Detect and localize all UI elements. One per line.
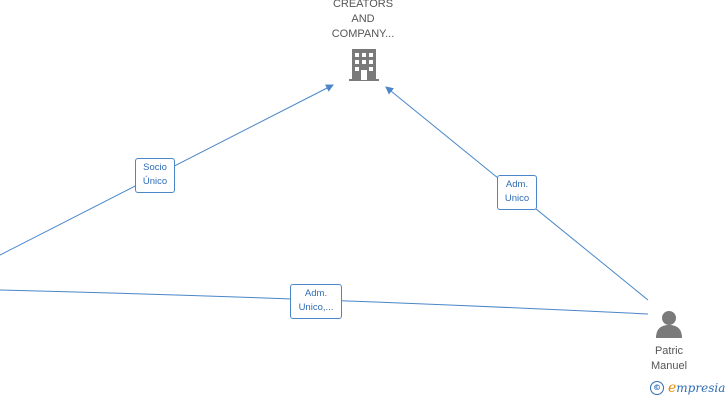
edge-label-adm-company-line1: Adm.: [505, 179, 529, 190]
brand-first-letter: e: [668, 380, 677, 396]
company-name-line1: CREATORS: [332, 0, 394, 10]
copyright-icon: ©: [650, 381, 664, 395]
empresia-logo[interactable]: © empresia: [650, 380, 725, 396]
edge-label-socio-unico[interactable]: Socio Único: [135, 158, 175, 193]
company-name-line2: AND: [351, 13, 375, 25]
edge-label-adm-unico-bottom[interactable]: Adm. Unico,...: [290, 284, 342, 319]
building-icon[interactable]: [349, 49, 379, 81]
edge-label-adm-unico-company[interactable]: Adm. Unico: [497, 175, 537, 210]
brand-rest: mpresia: [676, 381, 726, 395]
company-name-line3: COMPANY...: [331, 28, 395, 40]
edge-label-socio-line1: Socio: [143, 162, 167, 173]
company-node-label[interactable]: CREATORS AND COMPANY...: [313, 0, 413, 42]
edge-label-adm-bottom-line1: Adm.: [304, 288, 328, 299]
person-name-line2: Manuel: [650, 360, 688, 372]
brand-name: empresia: [668, 380, 725, 396]
person-node-label[interactable]: Patric Manuel: [629, 344, 709, 374]
edge-label-socio-line2: Único: [142, 176, 168, 187]
edge-label-adm-company-line2: Unico: [504, 193, 530, 204]
edge-label-adm-bottom-line2: Unico,...: [298, 302, 334, 313]
person-icon[interactable]: [656, 311, 682, 338]
person-name-line1: Patric: [654, 345, 684, 357]
